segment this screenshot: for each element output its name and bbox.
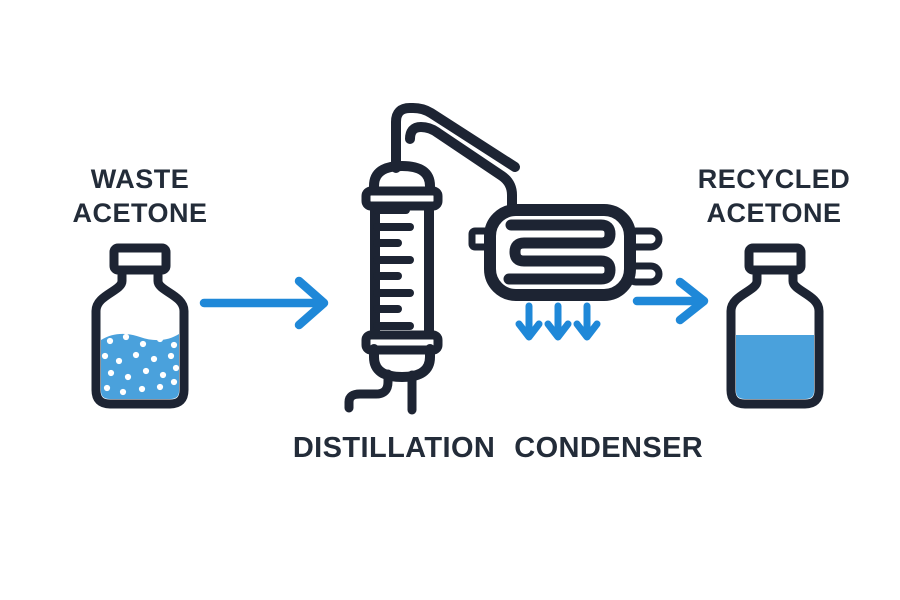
- input-arrow-right-icon: [199, 276, 329, 330]
- condenser-label: CONDENSER: [514, 432, 704, 464]
- waste-bottle-icon: [91, 243, 189, 409]
- recycled-label-line1: RECYCLED: [697, 164, 851, 194]
- column-top-flange: [361, 186, 443, 211]
- distillation-label: DISTILLATION: [292, 432, 496, 464]
- column-drain-pipe: [344, 369, 393, 413]
- recycled-liquid-fill: [736, 335, 814, 399]
- recycled-acetone-label: RECYCLED ACETONE: [674, 162, 874, 230]
- waste-acetone-label: WASTE ACETONE: [40, 162, 240, 230]
- recycled-bottle-icon: [726, 243, 824, 409]
- condensate-arrows-down-icon: [515, 302, 601, 341]
- impurity-dots: [101, 333, 180, 396]
- waste-liquid-fill: [101, 333, 179, 399]
- bottle-cap: [744, 243, 806, 275]
- column-ticks: [373, 206, 414, 330]
- waste-label-line1: WASTE: [90, 164, 190, 194]
- condenser-icon: [468, 204, 663, 301]
- waste-label-line2: ACETONE: [72, 198, 208, 228]
- bottle-body-outline: [726, 265, 824, 409]
- process-label: DISTILLATION CONDENSER: [198, 431, 798, 465]
- recycled-label-line2: ACETONE: [706, 198, 842, 228]
- column-bottom-dome: [369, 344, 435, 382]
- bottle-body-outline: [91, 265, 189, 409]
- bottle-cap: [109, 243, 171, 275]
- distillation-column-icon: [344, 103, 520, 415]
- vapor-pipe-icon: [391, 103, 520, 216]
- output-arrow-right-icon: [632, 277, 709, 325]
- column-top-dome: [369, 161, 435, 199]
- column-bottom-flange: [361, 330, 443, 355]
- condenser-coil: [503, 219, 616, 285]
